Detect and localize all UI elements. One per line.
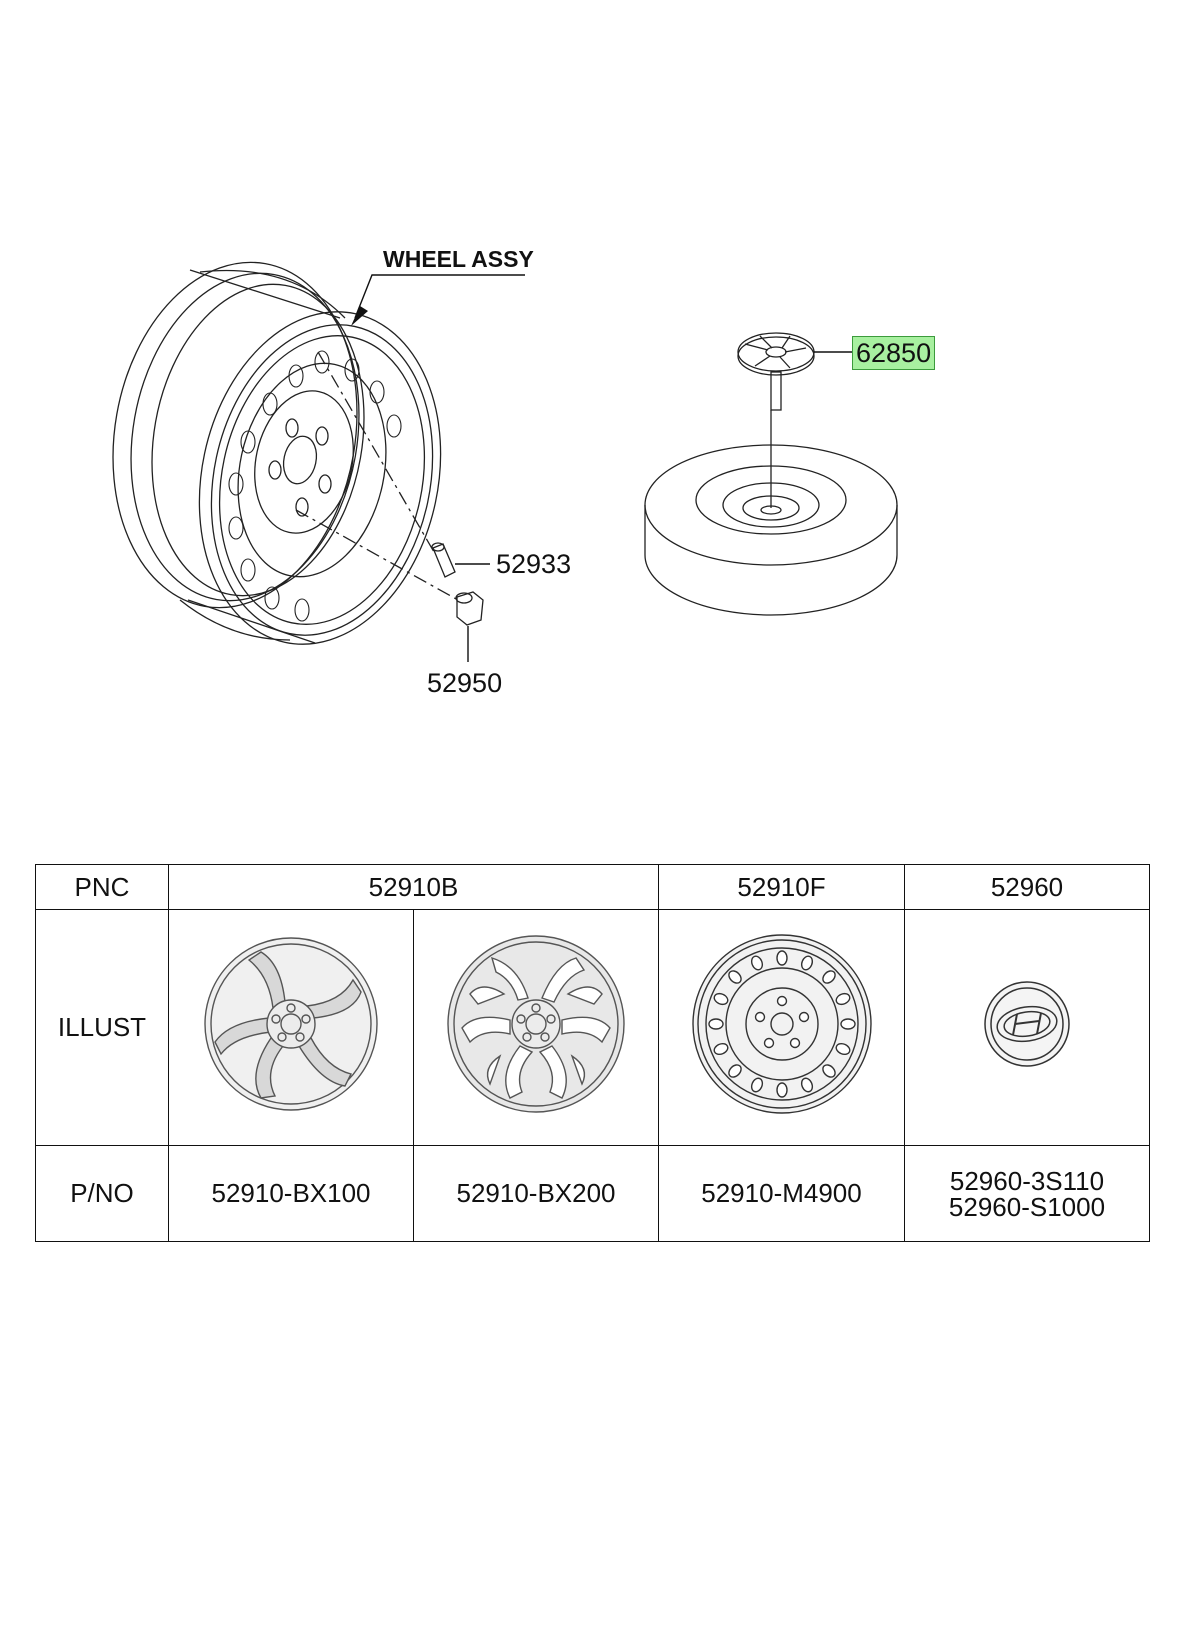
wheel-exploded-diagram xyxy=(112,261,898,662)
pno-row: P/NO 52910-BX100 52910-BX200 52910-M4900… xyxy=(35,1145,1150,1242)
pnc-52910f[interactable]: 52910F xyxy=(658,864,905,910)
pnc-52910b[interactable]: 52910B xyxy=(168,864,659,910)
pno-52910-bx100[interactable]: 52910-BX100 xyxy=(168,1145,414,1242)
illust-alloy-wheel-1[interactable] xyxy=(168,909,414,1146)
lug-nut-drawing xyxy=(455,591,484,662)
steel-wheel-icon xyxy=(691,934,872,1114)
alloy-wheel-a-icon xyxy=(204,937,378,1111)
steel-wheel-drawing xyxy=(112,261,442,645)
part-62850-label[interactable]: 62850 xyxy=(852,336,936,370)
pnc-header: PNC xyxy=(35,864,169,910)
spare-tire-drawing xyxy=(644,410,898,616)
hyundai-center-cap-icon xyxy=(984,981,1070,1067)
pno-52910-m4900[interactable]: 52910-M4900 xyxy=(658,1145,905,1242)
pno-52960-s1000[interactable]: 52960-S1000 xyxy=(948,1191,1106,1222)
pno-52960-3s110[interactable]: 52960-3S110 xyxy=(949,1165,1105,1196)
illust-row: ILLUST xyxy=(35,909,1150,1146)
part-52950-label[interactable]: 52950 xyxy=(427,668,503,698)
part-52933-label[interactable]: 52933 xyxy=(496,549,572,579)
alloy-wheel-b-icon xyxy=(447,935,625,1113)
pno-header: P/NO xyxy=(35,1145,169,1242)
part-number-table: PNC 52910B 52910F 52960 ILLUST xyxy=(35,864,1150,1242)
illust-center-cap[interactable] xyxy=(904,909,1150,1146)
spare-tire-holder-drawing xyxy=(737,332,852,411)
illust-alloy-wheel-2[interactable] xyxy=(413,909,659,1146)
pnc-row: PNC 52910B 52910F 52960 xyxy=(35,864,1150,910)
wheel-assy-leader xyxy=(354,274,525,319)
illust-header: ILLUST xyxy=(35,909,169,1146)
wheel-assy-label: WHEEL ASSY xyxy=(383,246,534,272)
pno-52960-cell: 52960-3S110 52960-S1000 xyxy=(904,1145,1150,1242)
valve-stem-drawing xyxy=(431,542,490,578)
pnc-52960[interactable]: 52960 xyxy=(904,864,1150,910)
illust-steel-wheel[interactable] xyxy=(658,909,905,1146)
pno-52910-bx200[interactable]: 52910-BX200 xyxy=(413,1145,659,1242)
